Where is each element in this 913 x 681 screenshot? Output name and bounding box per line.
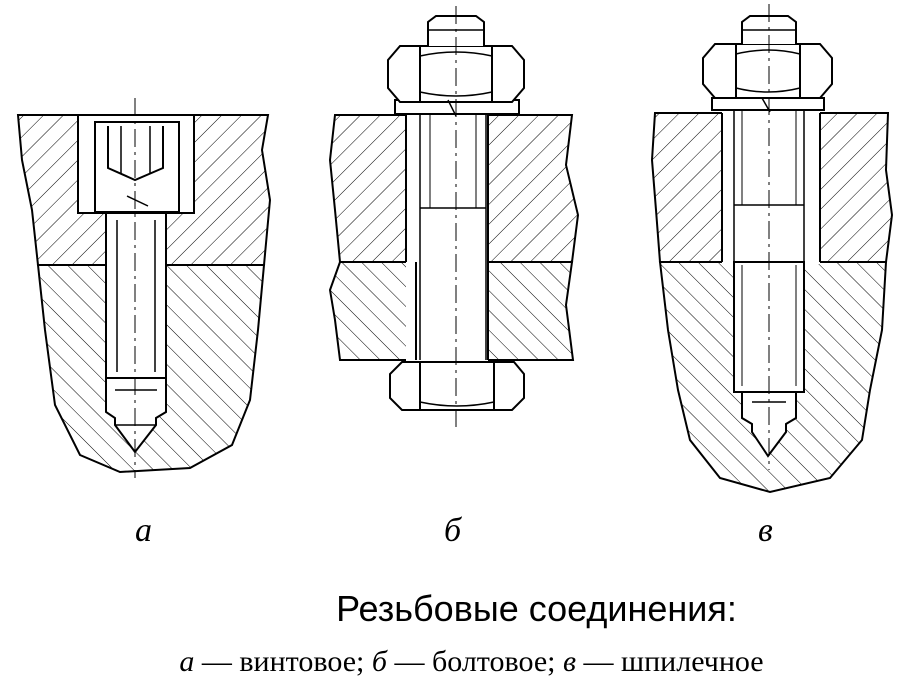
caption-a-text: — винтовое;: [194, 645, 372, 678]
caption-c-text: — шпилечное: [576, 645, 764, 678]
label-b: б: [444, 512, 462, 549]
caption-c-letter: в: [562, 645, 577, 678]
caption-b-letter: б: [371, 645, 387, 678]
label-a: а: [135, 512, 152, 549]
caption-b-text: — болтовое;: [386, 645, 563, 678]
stud-connection-c: [650, 4, 894, 494]
caption-a-letter: а: [179, 645, 195, 678]
bolt-connection-b: [328, 6, 580, 428]
figure-caption: а — винтовое; б — болтовое; в — шпилечно…: [0, 645, 913, 679]
label-c: в: [758, 512, 773, 549]
figure-title: Резьбовые соединения:: [336, 588, 737, 629]
screw-connection-a: [16, 98, 272, 478]
